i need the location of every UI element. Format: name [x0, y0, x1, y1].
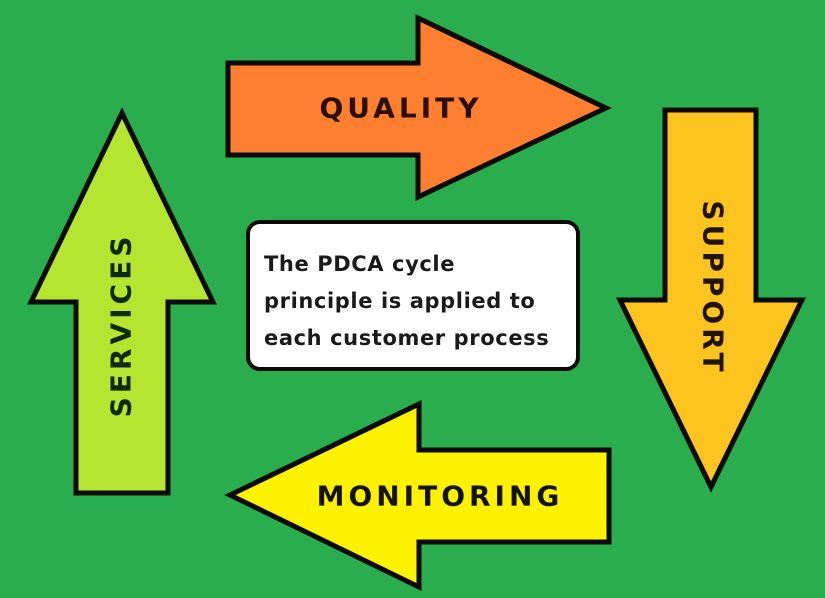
quality-arrow-shape [225, 14, 612, 201]
quality-arrow: QUALITY [225, 14, 612, 201]
monitoring-arrow-shape [224, 400, 612, 591]
support-arrow: SUPPORT [616, 107, 806, 493]
monitoring-label: MONITORING [317, 480, 564, 513]
services-arrow: SERVICES [27, 107, 217, 496]
services-label: SERVICES [105, 233, 138, 418]
support-arrow-shape [616, 107, 806, 493]
description-line-1: The PDCA cycle [264, 252, 456, 276]
services-arrow-shape [27, 107, 217, 496]
description-line-3: each customer process [264, 326, 550, 350]
description-line-2: principle is applied to [264, 289, 536, 313]
monitoring-arrow: MONITORING [224, 400, 612, 591]
center-description-box: The PDCA cycle principle is applied to e… [246, 220, 580, 371]
support-label: SUPPORT [697, 200, 730, 375]
quality-label: QUALITY [320, 92, 483, 125]
